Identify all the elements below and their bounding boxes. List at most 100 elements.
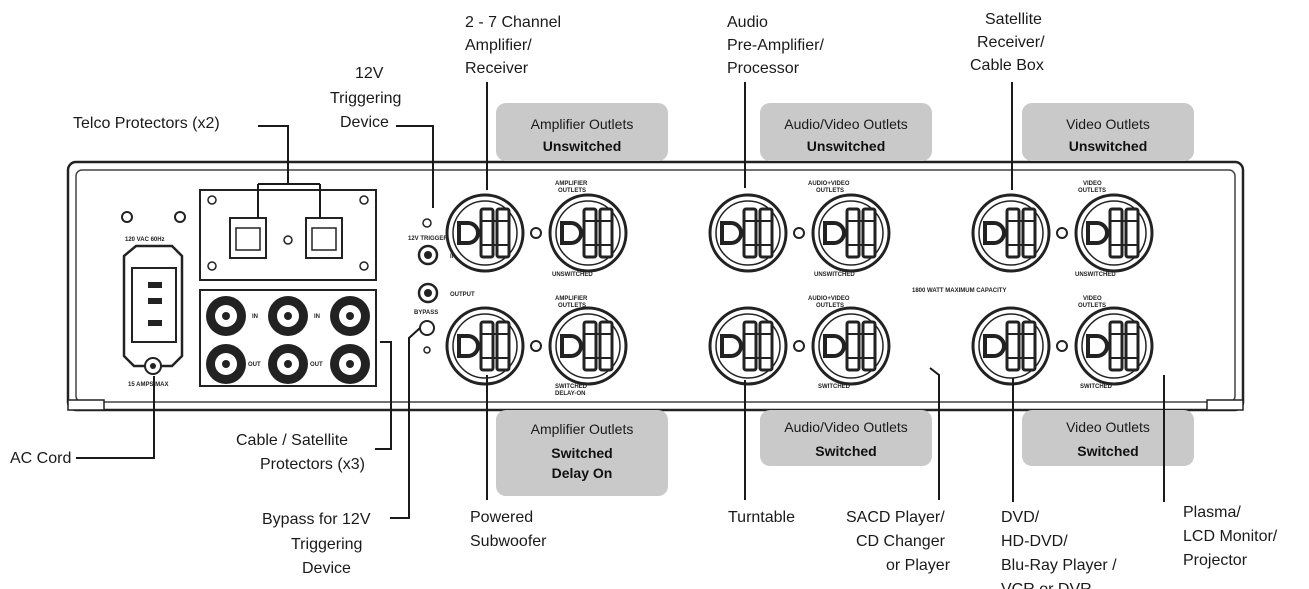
- screw-icon: [207, 261, 217, 271]
- outlet-screw-icon: [530, 340, 542, 352]
- plasma-callout-line: Projector: [1183, 552, 1248, 569]
- coax-connector-icon: [222, 360, 230, 368]
- amplifier-callout-line: Receiver: [465, 60, 529, 77]
- outlet-receptacle-icon: [548, 306, 628, 386]
- amp-outlets-label: OUTLETS: [558, 188, 586, 194]
- av-outlets-label: AUDIO+VIDEO: [808, 296, 850, 302]
- bypass-leader-line: [390, 327, 421, 519]
- unswitched-label: UNSWITCHED: [814, 272, 855, 278]
- callout-lines: [76, 82, 1165, 519]
- unswitched-label: UNSWITCHED: [1075, 272, 1116, 278]
- coax-out-label: OUT: [248, 362, 261, 368]
- av-outlets-label: OUTLETS: [816, 188, 844, 194]
- amplifier-callout-line: 2 - 7 Channel: [465, 14, 561, 31]
- cable-sat-callout-line: Cable / Satellite: [236, 432, 348, 449]
- iec-pin-icon: [148, 320, 162, 326]
- satellite-callout-line: Cable Box: [970, 57, 1044, 74]
- telco-callout: Telco Protectors (x2): [73, 115, 220, 132]
- bypass-callout-line: Triggering: [291, 536, 362, 553]
- switched-label: SWITCHED: [818, 384, 851, 390]
- banner-av-bottom-sub: Switched: [815, 443, 876, 459]
- rj11-jack-icon: [229, 217, 267, 259]
- screw-icon: [283, 235, 293, 245]
- coax-connectors: [206, 296, 370, 384]
- dvd-callout-line: VCR or DVR: [1001, 581, 1092, 589]
- banner-video-bottom-title: Video Outlets: [1066, 419, 1150, 435]
- outlet-receptacle-icon: [445, 306, 525, 386]
- trigger-label: 12V TRIGGER: [408, 236, 448, 242]
- banner-video-top-title: Video Outlets: [1066, 116, 1150, 132]
- screw-icon: [207, 195, 217, 205]
- iec-socket-icon: [131, 267, 177, 343]
- turntable-callout: Turntable: [728, 509, 795, 526]
- left-foot: [67, 399, 105, 411]
- satellite-callout-line: Receiver/: [977, 34, 1045, 51]
- telco-leader-line: [257, 125, 321, 218]
- cable-sat-callout-line: Protectors (x3): [260, 456, 365, 473]
- outlet-receptacle-icon: [1074, 193, 1154, 273]
- screw-icon: [174, 211, 186, 223]
- video-outlets-label: OUTLETS: [1078, 303, 1106, 309]
- power-rating-label: 120 VAC 60Hz: [125, 237, 165, 243]
- unswitched-label: UNSWITCHED: [552, 272, 593, 278]
- outlet-receptacle-icon: [971, 193, 1051, 273]
- bypass-switch-icon: [419, 320, 435, 336]
- ac-cord-leader-line: [76, 376, 155, 459]
- banner-amp-bottom: [496, 410, 668, 496]
- coax-connector-icon: [346, 312, 354, 320]
- chassis-inner-outline: [75, 169, 1236, 403]
- banner-av-top-title: Audio/Video Outlets: [784, 116, 908, 132]
- outlet-receptacle-icon: [971, 306, 1051, 386]
- outlet-screw-icon: [793, 340, 805, 352]
- cable-sat-leader-line: [375, 341, 392, 450]
- trigger-callout-line: Triggering: [330, 90, 401, 107]
- banner-amp-top: [496, 103, 668, 161]
- screw-icon: [359, 195, 369, 205]
- bypass-callout-line: Device: [302, 560, 351, 577]
- preamp-callout-line: Audio: [727, 14, 768, 31]
- coax-in-label: IN: [314, 314, 320, 320]
- coax-in-label: IN: [252, 314, 258, 320]
- screw-icon: [422, 218, 432, 228]
- rj11-jack-inner: [311, 227, 337, 251]
- bypass-led-icon: [423, 346, 431, 354]
- preamp-callout-line: Pre-Amplifier/: [727, 37, 824, 54]
- banner-amp-top-sub: Unswitched: [543, 138, 622, 154]
- trigger-output-label: OUTPUT: [450, 292, 475, 298]
- screw-icon: [121, 211, 133, 223]
- av-outlets-label: AUDIO+VIDEO: [808, 181, 850, 187]
- banner-amp-bottom-sub2: Delay On: [552, 465, 613, 481]
- video-outlets-label: OUTLETS: [1078, 188, 1106, 194]
- outlet-screw-icon: [1056, 340, 1068, 352]
- switched-delay-label: DELAY-ON: [555, 391, 585, 397]
- sacd-callout-line: SACD Player/: [846, 509, 945, 526]
- right-foot: [1206, 399, 1244, 411]
- video-outlets-label: VIDEO: [1083, 181, 1102, 187]
- outlet-grid: [445, 193, 1154, 386]
- coax-connector-icon: [222, 312, 230, 320]
- satellite-callout-line: Satellite: [985, 11, 1042, 28]
- amps-max-label: 15 AMPS MAX: [128, 382, 168, 388]
- telco-plate: [199, 189, 377, 281]
- trigger-input-jack-center: [424, 251, 432, 259]
- bypass-callout-line: Bypass for 12V: [262, 511, 371, 528]
- dvd-callout-line: DVD/: [1001, 509, 1040, 526]
- banner-amp-bottom-title: Amplifier Outlets: [531, 421, 634, 437]
- outlet-receptacle-icon: [708, 193, 788, 273]
- outlet-receptacle-icon: [811, 193, 891, 273]
- amp-outlets-label: AMPLIFIER: [555, 296, 588, 302]
- bypass-label: BYPASS: [414, 310, 438, 316]
- banner-amp-bottom-sub1: Switched: [551, 445, 612, 461]
- banner-av-top-sub: Unswitched: [807, 138, 886, 154]
- outlet-receptacle-icon: [1074, 306, 1154, 386]
- trigger-callout-line: 12V: [355, 65, 384, 82]
- screw-icon: [359, 261, 369, 271]
- coax-connector-icon: [284, 360, 292, 368]
- banner-video-top-sub: Unswitched: [1069, 138, 1148, 154]
- coax-connector-icon: [284, 312, 292, 320]
- dvd-callout-line: Blu-Ray Player /: [1001, 557, 1117, 574]
- trigger-callout-line: Device: [340, 114, 389, 131]
- outlet-screw-icon: [793, 227, 805, 239]
- outlet-receptacle-icon: [445, 193, 525, 273]
